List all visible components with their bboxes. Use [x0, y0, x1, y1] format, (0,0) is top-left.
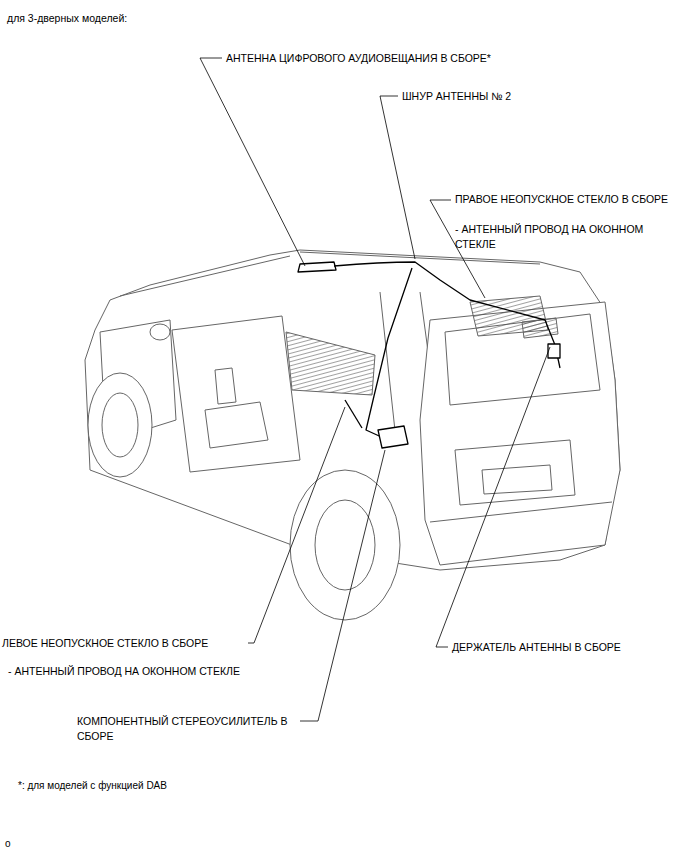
- part-label: - АНТЕННЫЙ ПРОВОД НА ОКОННОМ СТЕКЛЕ: [455, 222, 655, 252]
- part-label: ЛЕВОЕ НЕОПУСКНОЕ СТЕКЛО В СБОРЕ: [2, 636, 208, 651]
- part-label: КОМПОНЕНТНЫЙ СТЕРЕОУСИЛИТЕЛЬ В СБОРЕ: [77, 714, 292, 744]
- part-label: АНТЕННА ЦИФРОВОГО АУДИОВЕЩАНИЯ В СБОРЕ*: [226, 51, 491, 66]
- part-label: ПРАВОЕ НЕОПУСКНОЕ СТЕКЛО В СБОРЕ: [455, 192, 668, 207]
- part-label: - АНТЕННЫЙ ПРОВОД НА ОКОННОМ СТЕКЛЕ: [8, 664, 240, 679]
- part-label: o: [5, 836, 11, 851]
- part-label: *: для моделей с функцией DAB: [18, 778, 167, 793]
- part-label: ДЕРЖАТЕЛЬ АНТЕННЫ В СБОРЕ: [452, 640, 621, 655]
- page-heading: для 3-дверных моделей:: [7, 11, 127, 26]
- part-label: ШНУР АНТЕННЫ № 2: [402, 89, 511, 104]
